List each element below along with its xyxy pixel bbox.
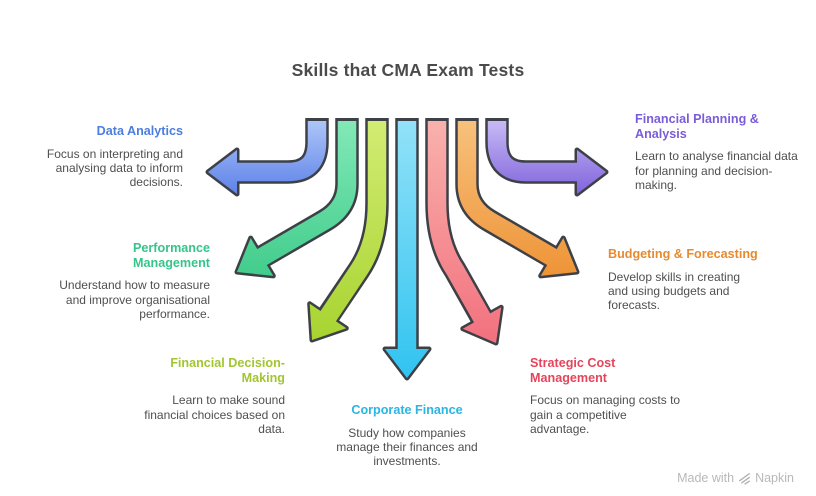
skill-title: Strategic Cost Management (530, 356, 616, 385)
skill-description: Focus on interpreting and analysing data… (46, 146, 183, 190)
skill-title: Data Analytics (96, 124, 183, 138)
skill-title: Financial Planning & Analysis (635, 112, 759, 141)
page-title: Skills that CMA Exam Tests (291, 60, 525, 80)
budgeting-arrow (455, 118, 580, 279)
financial-decision-making-arrow (307, 118, 389, 343)
watermark-brand: Napkin (755, 471, 794, 485)
skill-description: Understand how to measure and improve or… (59, 278, 210, 321)
skill-description: Focus on managing costs to gain a compet… (530, 393, 681, 436)
skill-financial-decision-making: Financial Decision- Making Learn to make… (95, 356, 285, 436)
corporate-finance-arrow (382, 118, 432, 381)
skill-data-analytics: Data Analytics Focus on interpreting and… (0, 124, 183, 190)
skill-title: Corporate Finance (351, 403, 463, 417)
skill-title: Financial Decision- Making (170, 356, 285, 385)
performance-arrow (234, 118, 359, 279)
skill-title: Budgeting & Forecasting (608, 247, 758, 261)
skill-description: Develop skills in creating and using bud… (608, 269, 741, 313)
skill-description: Learn to analyse financial data for plan… (635, 149, 798, 192)
data-analytics-arrow (205, 118, 329, 197)
skill-financial-planning-analysis: Financial Planning & Analysis Learn to a… (635, 112, 815, 192)
skill-corporate-finance: Corporate Finance Study how companies ma… (312, 403, 502, 469)
skill-title: Performance Management (133, 241, 210, 270)
skill-strategic-cost-management: Strategic Cost Management Focus on manag… (530, 356, 700, 436)
made-with-napkin-link[interactable]: Made with Napkin (677, 471, 794, 485)
skill-description: Study how companies manage their finance… (336, 425, 478, 469)
skill-budgeting-forecasting: Budgeting & Forecasting Develop skills i… (608, 247, 788, 313)
skill-performance-management: Performance Management Understand how to… (20, 241, 210, 321)
strategic-cost-arrow (425, 118, 504, 346)
napkin-logo-icon (738, 472, 751, 485)
financial-planning-arrow (485, 118, 609, 197)
watermark-text: Made with (677, 471, 735, 485)
skill-description: Learn to make sound financial choices ba… (144, 393, 285, 436)
